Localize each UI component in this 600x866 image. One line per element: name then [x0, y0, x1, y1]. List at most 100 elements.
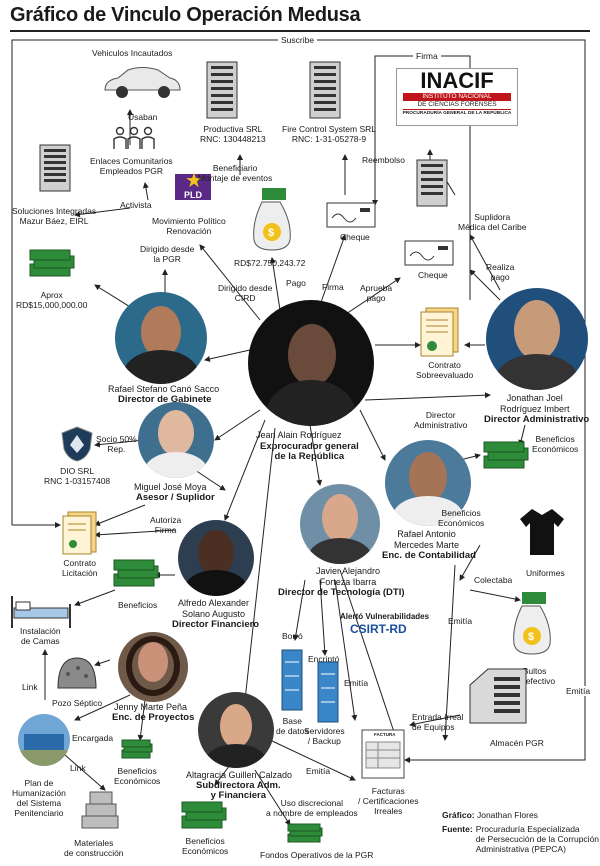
edge-emitia4: Emitía [566, 686, 591, 696]
shield-icon [61, 426, 93, 462]
jonathan-photo [486, 288, 588, 390]
bricks-icon [81, 791, 119, 829]
database-icon [281, 649, 303, 711]
alfredo-name: Alfredo Alexander Solano Augusto [178, 598, 250, 619]
edge-activista: Activista [120, 200, 152, 210]
edge-emitia2: Emitía [344, 678, 369, 688]
edge-emitia: Emitía [448, 616, 473, 626]
alfredo-photo [178, 520, 254, 596]
uniformes-label: Uniformes [526, 568, 565, 578]
edge-colectaba: Colectaba [474, 575, 513, 585]
facturas-label: Facturas / Certificaciones Irreales [358, 786, 419, 816]
edge-autoriza-firma: Autoriza Firma [150, 515, 182, 535]
edge-entrada: Entrada Irreal de Equipos [412, 712, 464, 732]
pozo-label: Pozo Séptico [52, 698, 103, 708]
building-icon [416, 159, 448, 207]
rafael-antonio-name: Rafael Antonio Mercedes Marte [394, 529, 460, 550]
vehiculos-label: Vehiculos Incautados [92, 48, 173, 58]
beneficios-econ3-label: Beneficios Económicos [114, 766, 161, 786]
soluciones-label: Soluciones Integradas Mazur Báez, EIRL [12, 206, 97, 226]
rafael-stefano-photo [115, 292, 207, 384]
contract-icon [62, 511, 97, 555]
edge-socio: Socio 50% Rep. [96, 434, 137, 454]
edge-dirigido-cird: Dirigido desde CIRD [218, 283, 273, 303]
beneficios-econ1-label: Beneficios Económicos [532, 434, 579, 454]
miguel-photo [138, 402, 214, 478]
money-bag-icon: $ [513, 592, 551, 655]
invoice-icon [361, 729, 405, 779]
movimiento-label: Movimiento Político Renovación [152, 216, 226, 236]
contrato-sobre-label: Contrato Sobreevaluado [416, 360, 474, 380]
altagracia-role: Subdirectora Adm. y Financiera [196, 780, 281, 801]
money-stack-icon [121, 739, 153, 759]
edge-dirigido-pgr: Dirigido desde la PGR [140, 244, 195, 264]
miguel-name: Miguel José Moya [134, 482, 207, 492]
money-stack-icon [181, 801, 227, 829]
aprox-label: Aprox RD$15,000,000.00 [16, 290, 88, 310]
people-group-icon [113, 126, 155, 149]
jonathan-role: Director Administrativo [484, 414, 590, 425]
credits-block: Gráfico: Jonathan Flores Fuente: Procura… [442, 810, 599, 854]
contract-icon [420, 307, 459, 357]
edge-director-admin: Director Administrativo [414, 410, 468, 430]
money-bag-icon: $ [253, 188, 291, 251]
rafael-stefano-role: Director de Gabinete [118, 394, 212, 405]
septic-tank-icon [57, 657, 97, 689]
inacif-sub2: DE CIENCIAS FORENSES [403, 101, 511, 110]
rafael-antonio-role: Enc. de Contabilidad [382, 550, 476, 561]
inacif-logo: INACIF INSTITUTO NACIONAL DE CIENCIAS FO… [396, 68, 518, 126]
edge-emitia3: Emitía [306, 766, 331, 776]
edge-encargada: Encargada [72, 733, 114, 743]
money-stack-icon [113, 559, 159, 587]
javier-role: Director de Tecnología (DTI) [278, 587, 405, 598]
edge-encripto: Encriptó [308, 654, 340, 664]
car-icon [104, 67, 181, 98]
grafico-value: Jonathan Flores [476, 810, 538, 820]
cheque-icon [404, 240, 454, 266]
server-icon [317, 661, 339, 723]
base-datos-label: Base de datos [276, 716, 309, 736]
instalacion-label: Instalación de Camas [20, 626, 61, 646]
altagracia-name: Altagracia Guillen Calzado [186, 770, 293, 780]
money-stack-icon [29, 249, 75, 277]
building-icon [39, 144, 71, 192]
fuente-value: Procuraduría Especializada de Persecució… [475, 824, 600, 854]
servidores-label: Servidores / Backup [304, 726, 345, 746]
title-rule [10, 30, 590, 32]
edge-reembolso: Reembolso [362, 155, 405, 165]
edge-link2: Link [70, 763, 86, 773]
inacif-sub3: PROCURADURÍA GENERAL DE LA REPÚBLICA [402, 111, 512, 116]
altagracia-photo [198, 692, 274, 768]
bed-icon [11, 596, 71, 628]
jenny-photo [118, 632, 188, 702]
svg-text:$: $ [268, 227, 274, 239]
materiales-label: Materiales de construcción [64, 838, 124, 858]
building-icon [309, 61, 341, 119]
jean-photo [248, 300, 374, 426]
money-stack-icon [483, 441, 529, 469]
miguel-role: Asesor / Suplidor [136, 492, 215, 503]
inacif-sub1: INSTITUTO NACIONAL [403, 93, 511, 101]
jenny-role: Enc. de Proyectos [112, 712, 195, 723]
cheque-icon [326, 202, 376, 228]
inacif-title: INACIF [420, 68, 494, 93]
beneficios-econ4-label: Beneficios Económicos [182, 836, 229, 856]
javier-photo [300, 484, 380, 564]
fire-control-label: Fire Control System SRL RNC: 1-31-05278-… [282, 124, 376, 144]
contrato-lic-label: Contrato Licitación [62, 558, 98, 578]
edge-firma-top: Firma [413, 51, 441, 61]
javier-name: Javier Alejandro Forteza Ibarra [316, 566, 381, 587]
edge-beneficiario: Beneficiario Montaje de eventos [198, 163, 273, 183]
productiva-label: Productiva SRL RNC: 130448213 [200, 124, 266, 144]
edge-aprueba-pago: Aprueba pago [360, 283, 393, 303]
shirt-icon [520, 509, 564, 555]
almacen-label: Almacén PGR [490, 738, 544, 748]
alfredo-role: Director Financiero [172, 619, 260, 630]
beneficios-econ2-label: Beneficios Económicos [438, 508, 485, 528]
fuente-label: Fuente: [442, 824, 473, 834]
building-icon [206, 61, 238, 119]
rafael-antonio-photo [385, 440, 471, 526]
cheque2-label: Cheque [418, 270, 448, 280]
jean-role: Exprocurador general de la República [260, 441, 359, 462]
